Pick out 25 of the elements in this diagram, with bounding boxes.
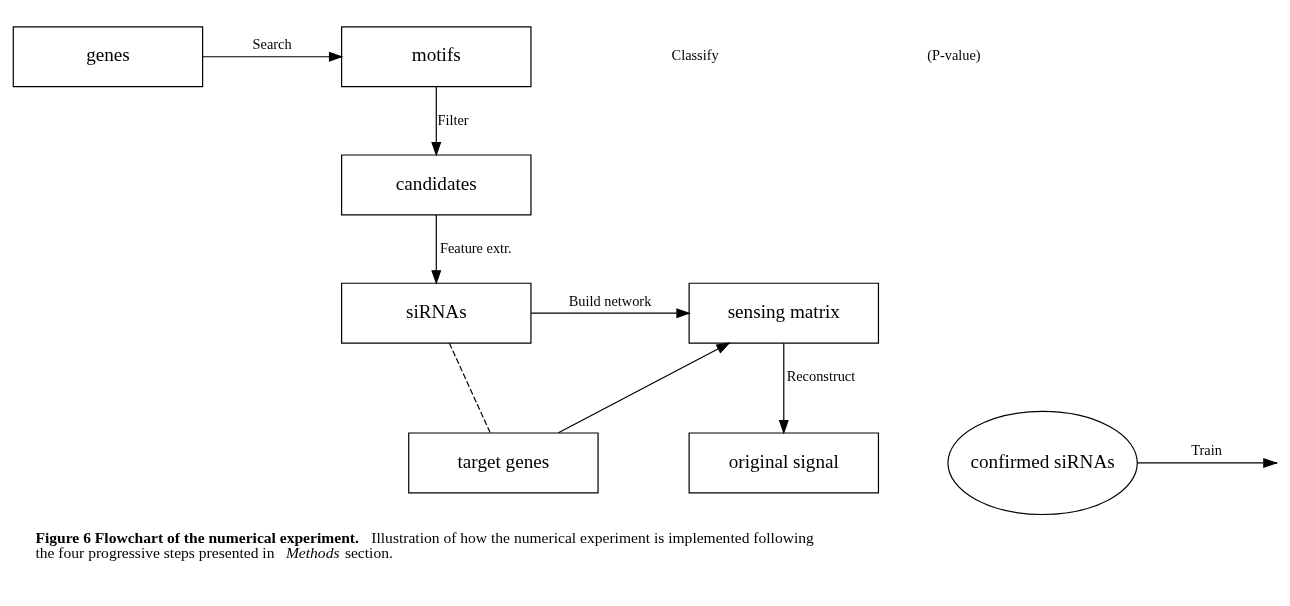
edge-label: Reconstruct xyxy=(786,368,856,385)
arrow xyxy=(431,214,442,285)
edge-label: Build network xyxy=(568,292,652,309)
arrow xyxy=(202,51,344,62)
caption: Figure 6 Flowchart of the numerical experiment. Illustration of how the numerical experiment is implemented following the four progressive steps presented in Methods section. xyxy=(35,528,814,562)
label: (P-value) xyxy=(927,47,981,64)
node-box: target genes xyxy=(408,432,599,494)
edge-label: Feature extr. xyxy=(439,239,512,256)
arrow xyxy=(530,308,691,319)
node-box: genes xyxy=(12,26,204,88)
label: Classify xyxy=(671,47,719,64)
arrow xyxy=(431,86,442,157)
node-box: motifs xyxy=(341,26,532,88)
node-box: original signal xyxy=(688,432,880,494)
arrow xyxy=(1136,457,1278,468)
node-box: sensing matrix xyxy=(688,282,880,344)
arrow xyxy=(778,342,789,435)
edge-label: Search xyxy=(252,36,292,53)
node-ellipse: confirmed siRNAs xyxy=(947,410,1138,516)
edge-label: Filter xyxy=(437,111,469,128)
node-box: siRNAs xyxy=(341,282,532,344)
connector xyxy=(448,342,491,434)
node-box: candidates xyxy=(341,154,532,216)
arrow xyxy=(557,342,731,434)
edge-label: Train xyxy=(1191,442,1222,459)
